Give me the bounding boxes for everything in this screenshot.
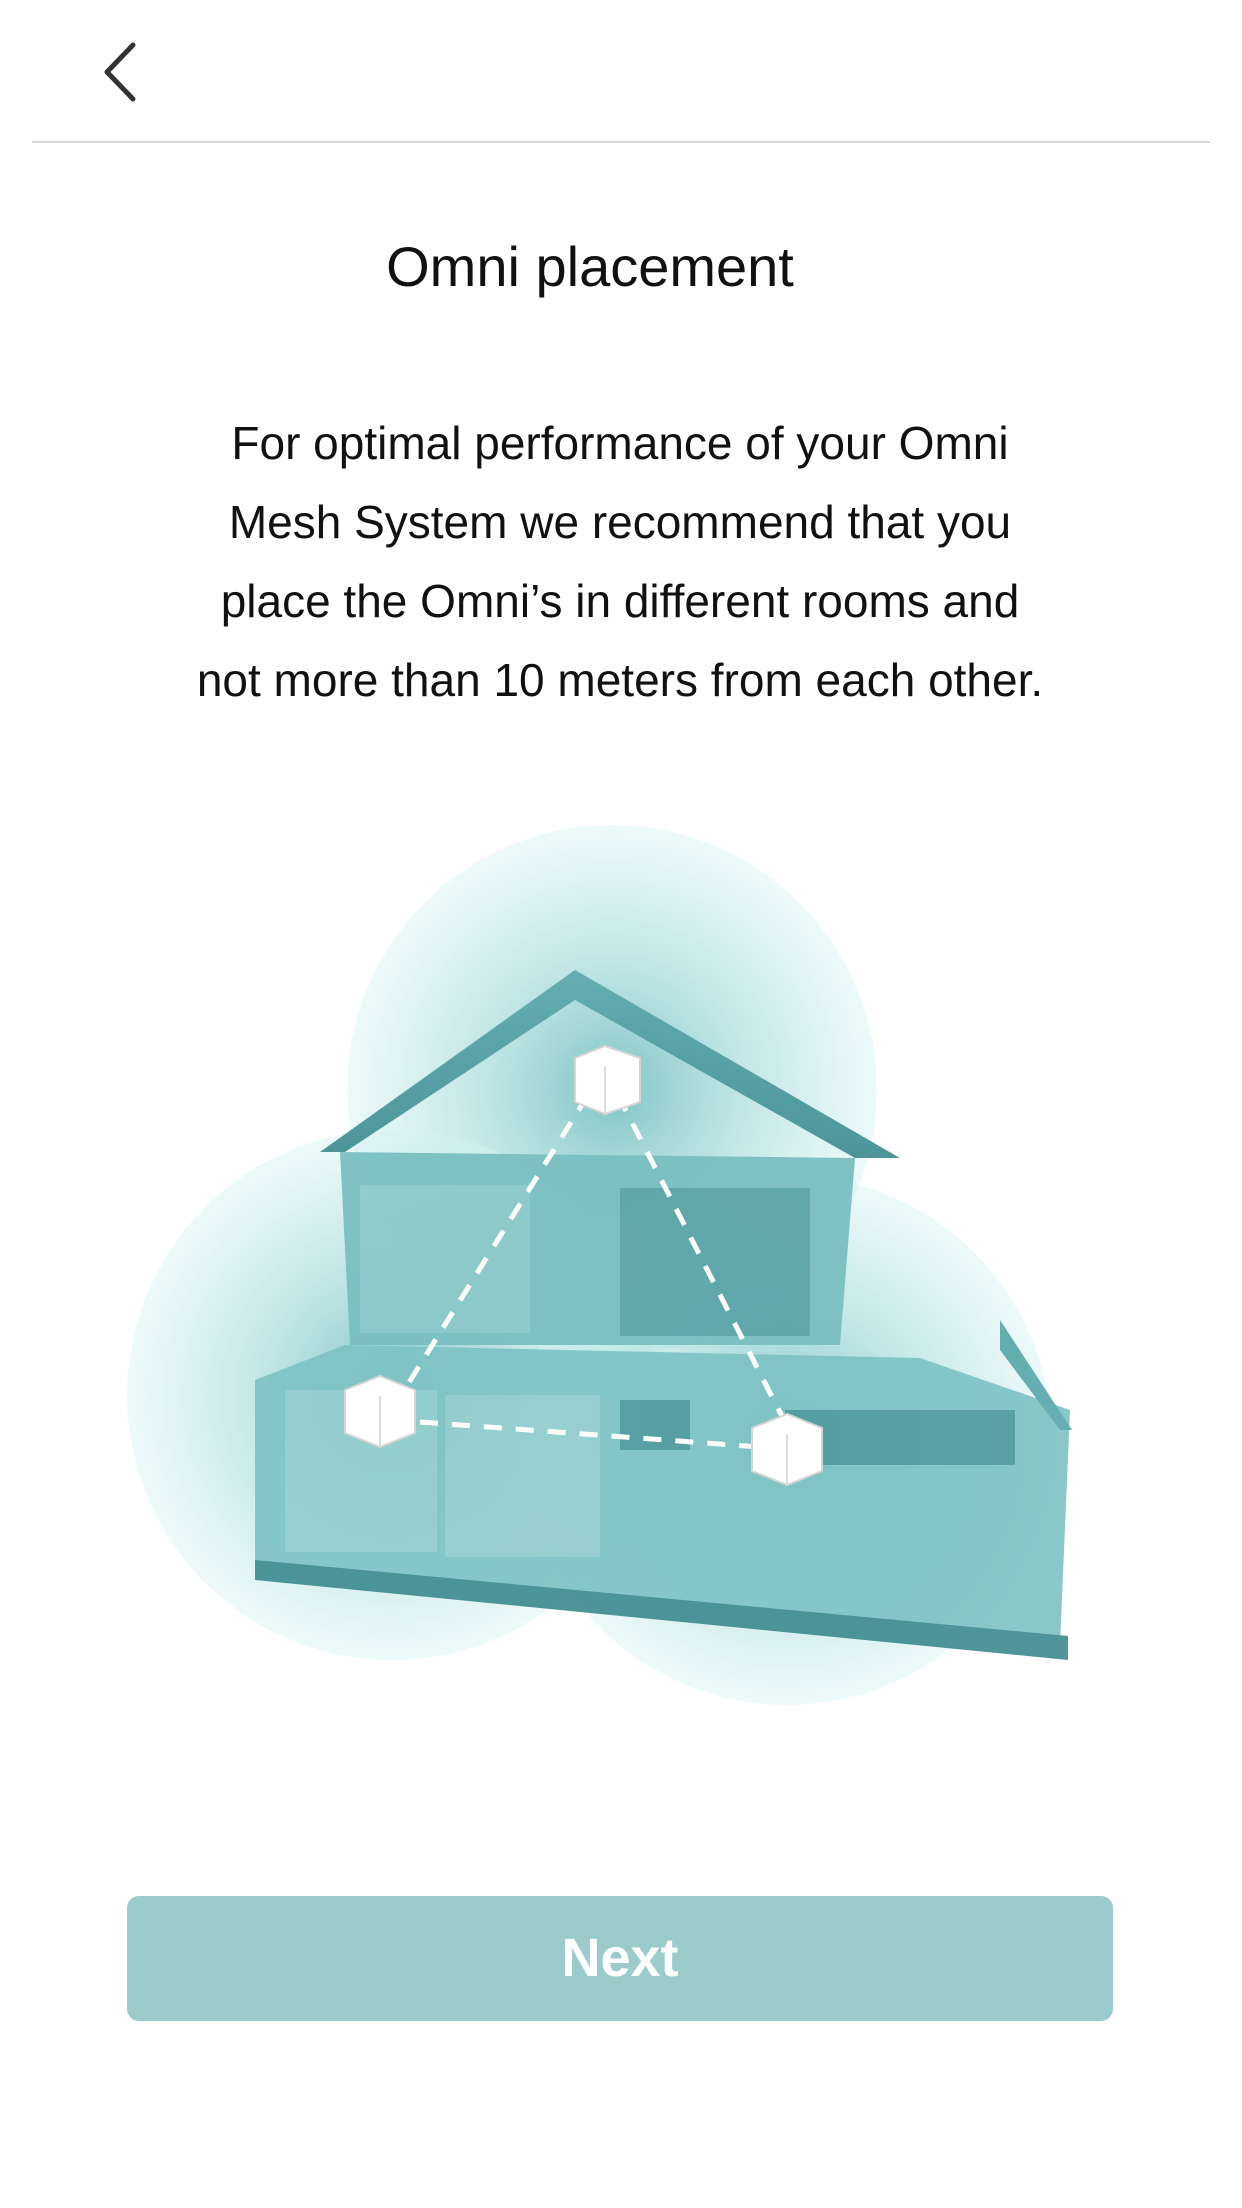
chevron-left-icon	[104, 42, 136, 102]
house-mesh-illustration-svg	[127, 825, 1072, 1705]
omni-node-left	[344, 1374, 416, 1449]
page-title: Omni placement	[386, 235, 794, 298]
mesh-house-coverage-illustration	[0, 790, 1242, 1770]
back-button[interactable]	[82, 28, 158, 116]
description-line: not more than 10 meters from each other.	[196, 654, 1044, 706]
omni-node-top	[574, 1044, 641, 1116]
mesh-links	[392, 1093, 793, 1450]
description-line: place the Omni’s in different rooms and	[220, 575, 1020, 627]
description-line: For optimal performance of your Omni	[231, 417, 1009, 469]
placement-description: For optimal performance of your Omni Mes…	[90, 404, 1150, 720]
omni-node-right	[751, 1412, 823, 1487]
description-line: Mesh System we recommend that you	[228, 496, 1012, 548]
header-divider	[32, 141, 1210, 143]
top-navigation	[0, 0, 1242, 143]
next-button[interactable]: Next	[127, 1896, 1113, 2021]
